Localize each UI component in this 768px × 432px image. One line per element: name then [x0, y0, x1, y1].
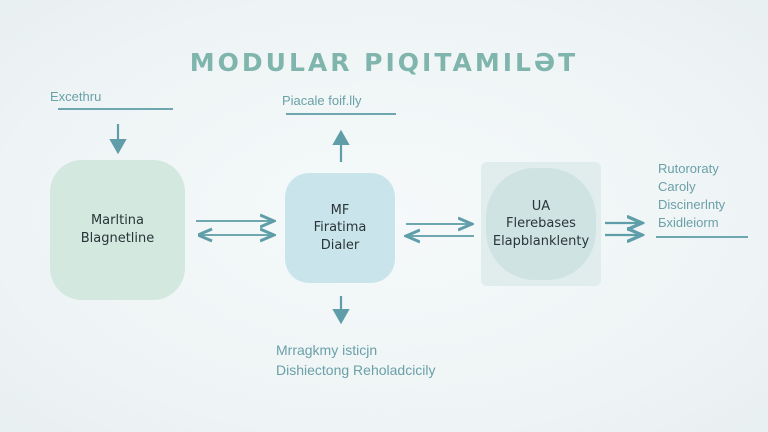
- right-list-item: Discinerlnty: [658, 197, 726, 212]
- right-list-item: Rutororaty: [658, 161, 719, 176]
- node-b-line1: MF: [330, 202, 350, 218]
- right-list-item: Бxidleiorm: [658, 215, 719, 230]
- top-center-label: Piacale foif.lly: [282, 93, 362, 108]
- bottom-caption-line2: Dishiectong Reholadcicily: [276, 362, 436, 378]
- bottom-caption-line1: Mrragkmy isticjn: [276, 342, 378, 358]
- right-list-underline: [656, 236, 748, 238]
- node-c-line1: UA: [531, 198, 551, 214]
- top-left-label: Excethru: [50, 89, 102, 104]
- bottom-caption: Mrragkmy isticjn Dishiectong Reholadcici…: [276, 340, 436, 380]
- node-martina[interactable]: Marltina Blagnetline: [50, 160, 185, 300]
- node-b-line2: Firatima: [313, 220, 367, 236]
- node-a-line1: Marltina: [90, 213, 145, 229]
- diagram-title: MODULAR PIQITAMILƏT: [189, 48, 579, 77]
- right-output-list: Rutororaty Caroly Discinerlnty Бxidleior…: [658, 160, 725, 232]
- node-b-line3: Dialer: [320, 237, 360, 253]
- top-center-underline: [286, 113, 396, 115]
- top-left-underline: [58, 108, 173, 110]
- node-ua-shape: [486, 168, 596, 280]
- node-mf-firatima[interactable]: MF Firatima Dialer: [285, 173, 395, 283]
- node-a-line2: Blagnetline: [80, 231, 155, 246]
- node-c-line2: Flerebases: [506, 216, 576, 232]
- node-c-line3: Elapblanklenty: [492, 233, 590, 249]
- node-ua-flerebases[interactable]: UA Flerebases Elapblanklenty: [481, 162, 601, 286]
- right-list-item: Caroly: [658, 179, 696, 194]
